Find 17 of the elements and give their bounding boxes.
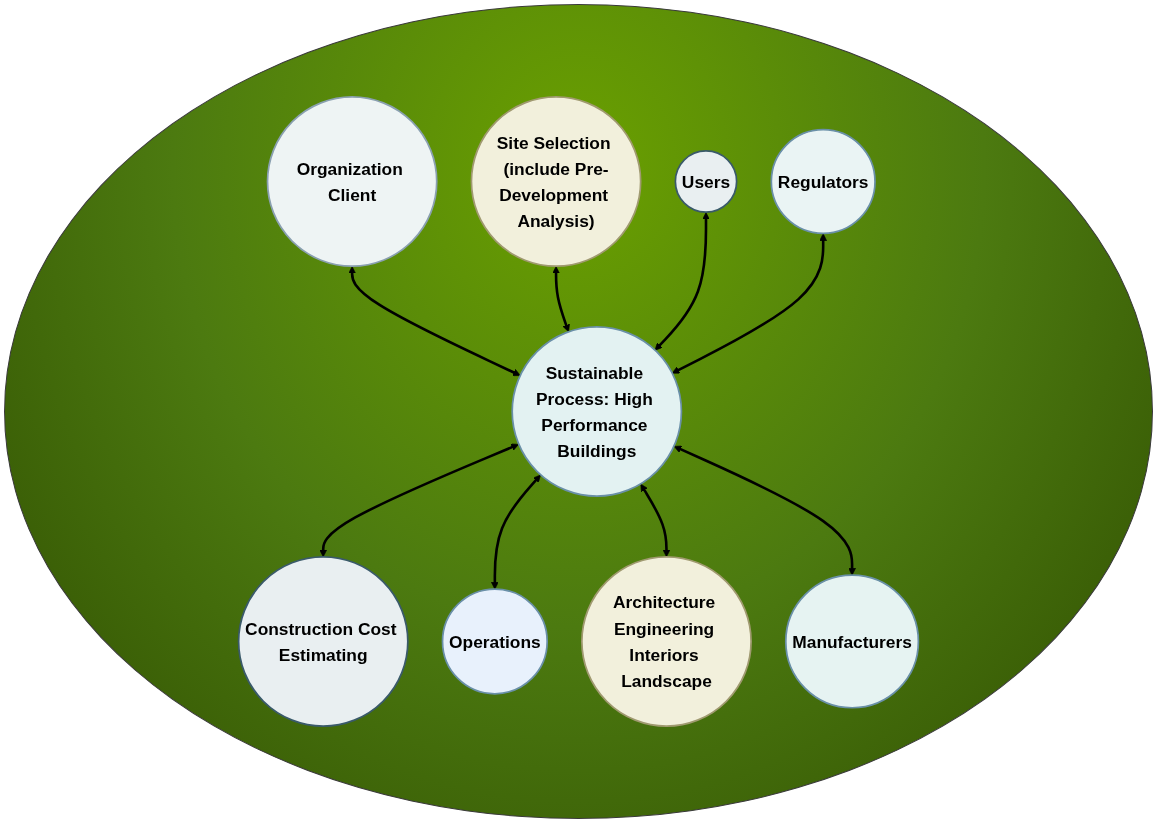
arrow <box>654 212 710 351</box>
arrow <box>491 474 541 590</box>
arrow <box>552 266 570 333</box>
node-circle: Manufacturers <box>784 574 920 709</box>
arrow <box>640 483 671 558</box>
node-circle: Regulators <box>770 128 876 235</box>
node-circle: Operations <box>441 588 549 695</box>
node-circle: Organization Client <box>266 96 438 267</box>
arrow <box>671 233 827 374</box>
node-circle: Users <box>674 150 738 214</box>
arrow <box>319 443 519 558</box>
arrow <box>673 445 856 576</box>
node-circle: Architecture Engineering Interiors Landscape <box>581 556 752 727</box>
node-circle: Sustainable Process: High Performance Buildings <box>511 326 683 497</box>
arrow <box>348 266 521 377</box>
node-circle: Site Selection (include Pre-Development Analysis) <box>470 96 642 267</box>
node-circle: Construction Cost Estimating <box>237 556 409 727</box>
